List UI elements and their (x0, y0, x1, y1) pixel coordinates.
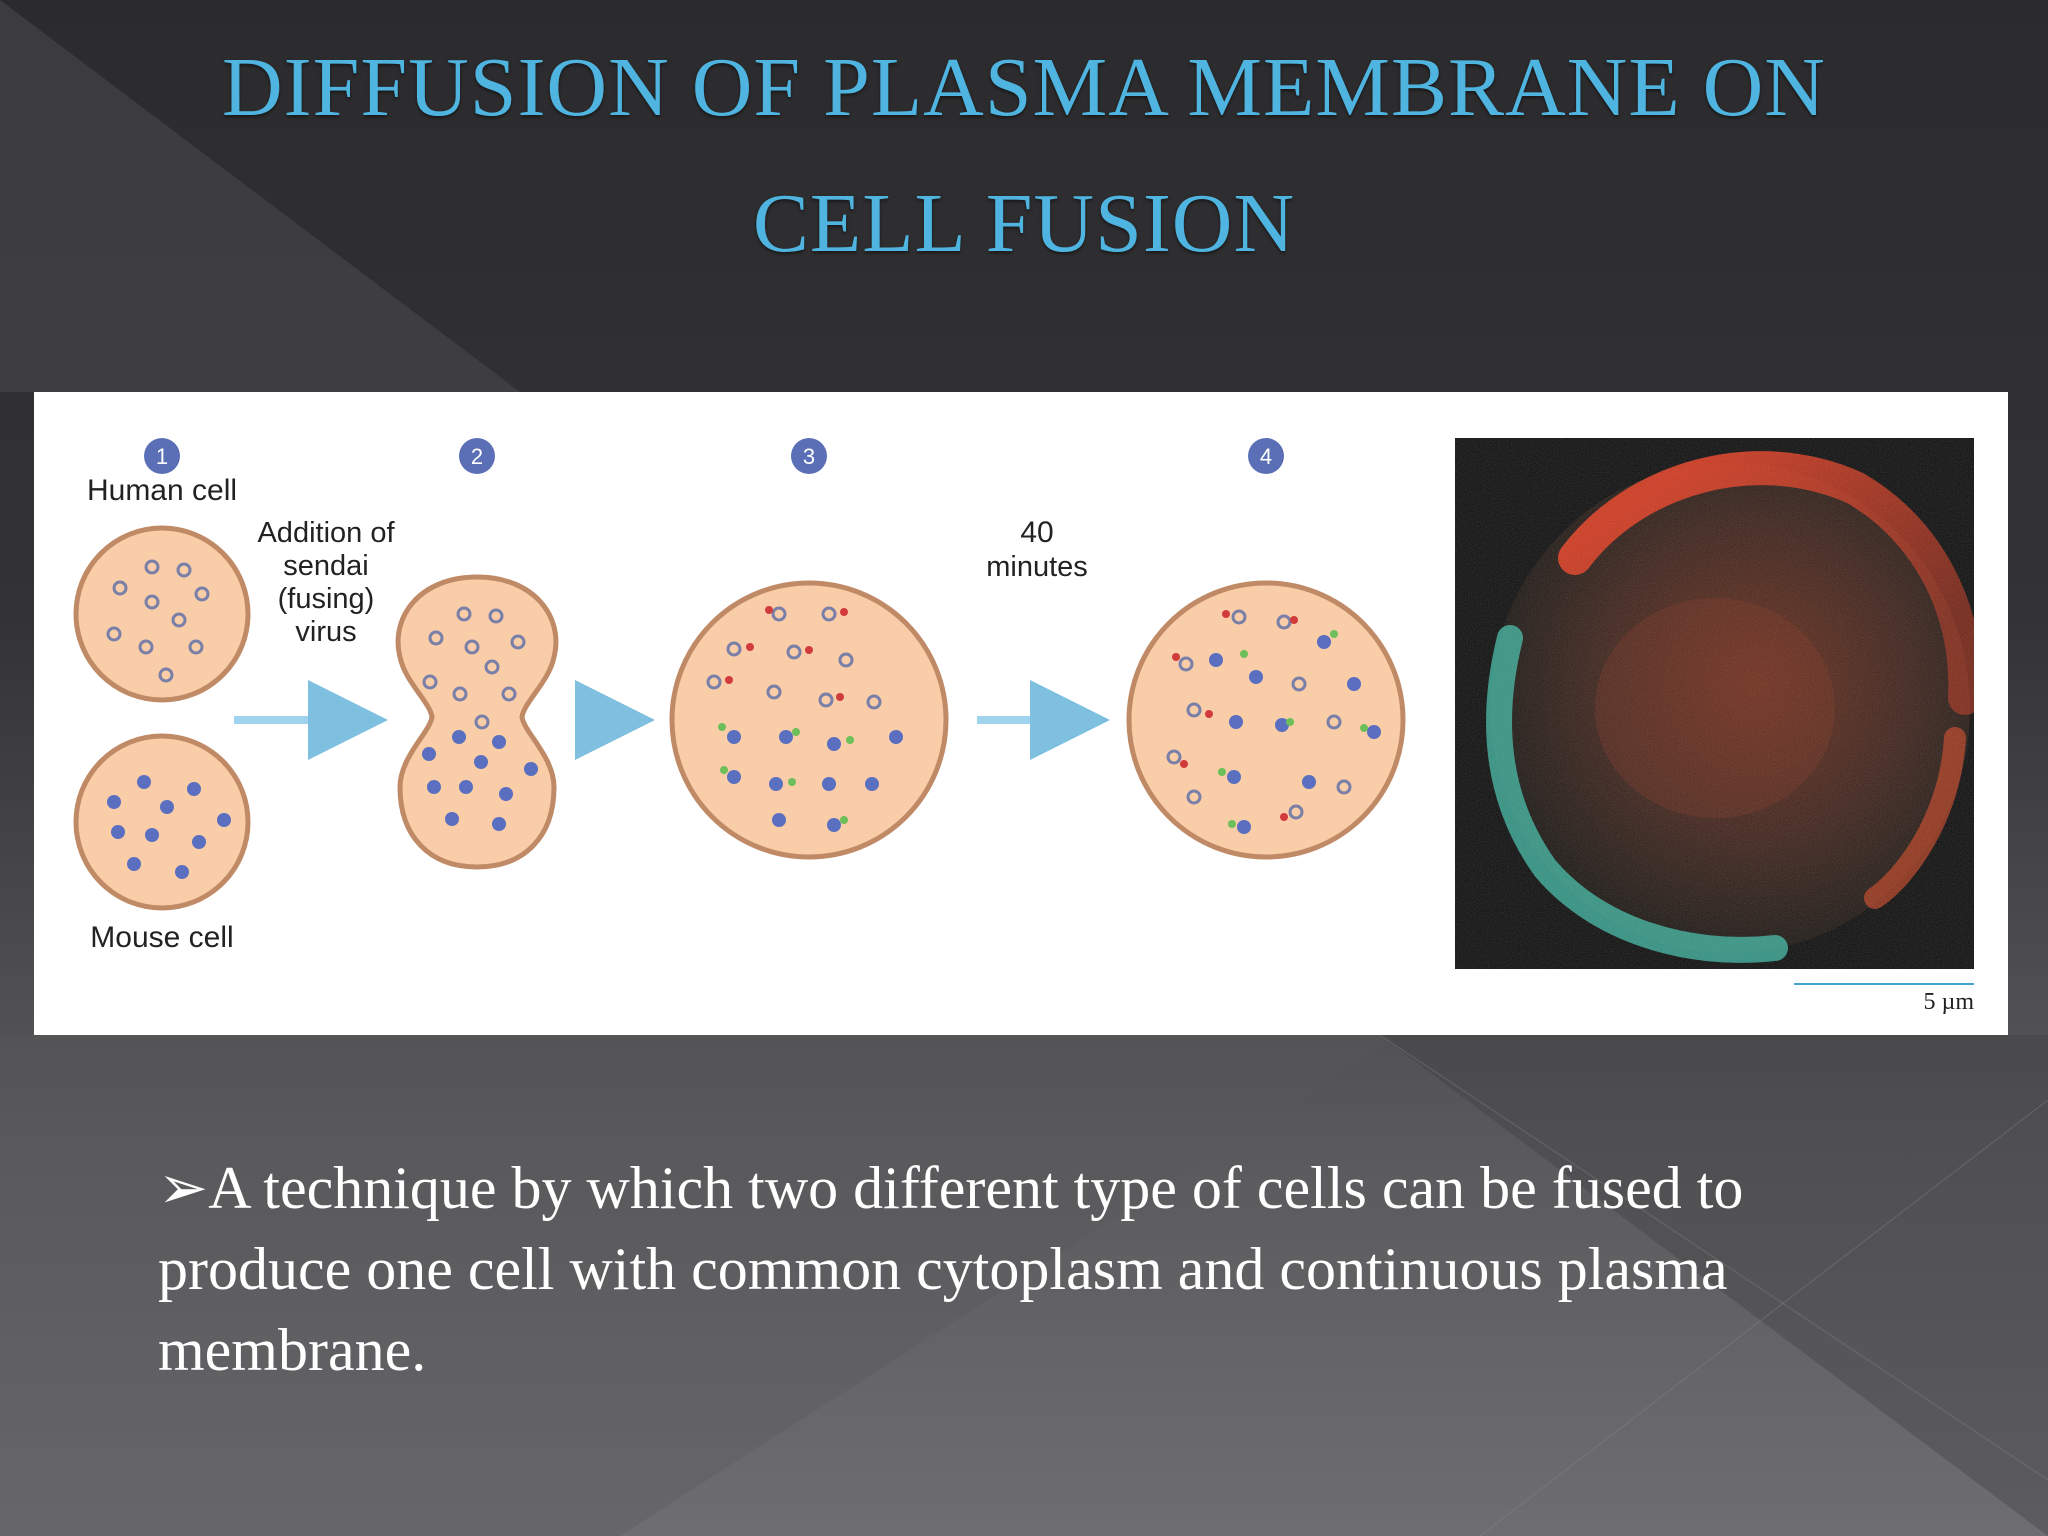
step-1-badge: 1 (144, 438, 180, 474)
title-line-2: CELL FUSION (752, 177, 1296, 270)
fusion-agent-label: Addition of sendai (fusing) virus (257, 517, 395, 648)
cell-fusion-figure: 1 2 3 4 Human cell Mouse cell Addition o… (34, 392, 2008, 1035)
svg-text:Addition of: Addition of (257, 517, 395, 549)
fusion-diagram: 1 2 3 4 Human cell Mouse cell Addition o… (73, 438, 1406, 954)
fluorescence-micrograph (1455, 438, 1974, 969)
step-3-number: 3 (803, 444, 815, 469)
mouse-cell-label: Mouse cell (90, 921, 233, 954)
micrograph-image (1455, 438, 1974, 969)
human-cell (73, 525, 251, 703)
step-2-number: 2 (471, 444, 483, 469)
bullet-text: A technique by which two different type … (158, 1155, 1744, 1383)
bullet-arrow-icon: ➢ (158, 1155, 209, 1221)
bullet-point: ➢A technique by which two different type… (158, 1148, 1938, 1391)
svg-text:40: 40 (1020, 516, 1053, 549)
hybrid-cell-mixed (1126, 580, 1406, 860)
step-2-badge: 2 (459, 438, 495, 474)
step-4-number: 4 (1260, 444, 1272, 469)
svg-text:(fusing): (fusing) (278, 583, 375, 615)
title-line-1: DIFFUSION OF PLASMA MEMBRANE ON (222, 41, 1826, 134)
mouse-cell (73, 733, 251, 911)
fusing-cells (395, 574, 559, 870)
svg-text:virus: virus (295, 616, 356, 648)
scale-bar-label: 5 µm (1923, 989, 1975, 1015)
step-1-number: 1 (156, 444, 168, 469)
step-3-badge: 3 (791, 438, 827, 474)
scale-bar (1794, 983, 1974, 985)
human-cell-label: Human cell (87, 474, 237, 507)
slide-title: DIFFUSION OF PLASMA MEMBRANE ON CELL FUS… (0, 20, 2048, 292)
step-4-badge: 4 (1248, 438, 1284, 474)
svg-text:sendai: sendai (283, 550, 368, 582)
time-label: 40 minutes (986, 516, 1088, 583)
svg-text:minutes: minutes (986, 551, 1088, 583)
hybrid-cell-early (669, 580, 949, 860)
